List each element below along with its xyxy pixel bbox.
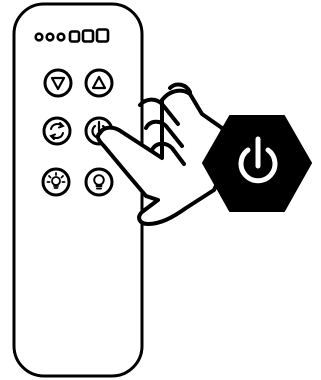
light-on-button[interactable] — [43, 169, 69, 195]
indicator-light — [70, 32, 79, 42]
indicator-light — [36, 34, 43, 41]
indicator-light — [47, 34, 54, 41]
down-button[interactable] — [45, 70, 71, 96]
indicator-light — [97, 30, 108, 42]
indicator-light — [58, 34, 65, 41]
oscillate-button[interactable] — [44, 118, 70, 144]
remote-body — [14, 4, 142, 376]
up-button[interactable] — [86, 70, 112, 96]
light-button[interactable] — [86, 169, 112, 195]
indicator-light — [83, 31, 93, 42]
